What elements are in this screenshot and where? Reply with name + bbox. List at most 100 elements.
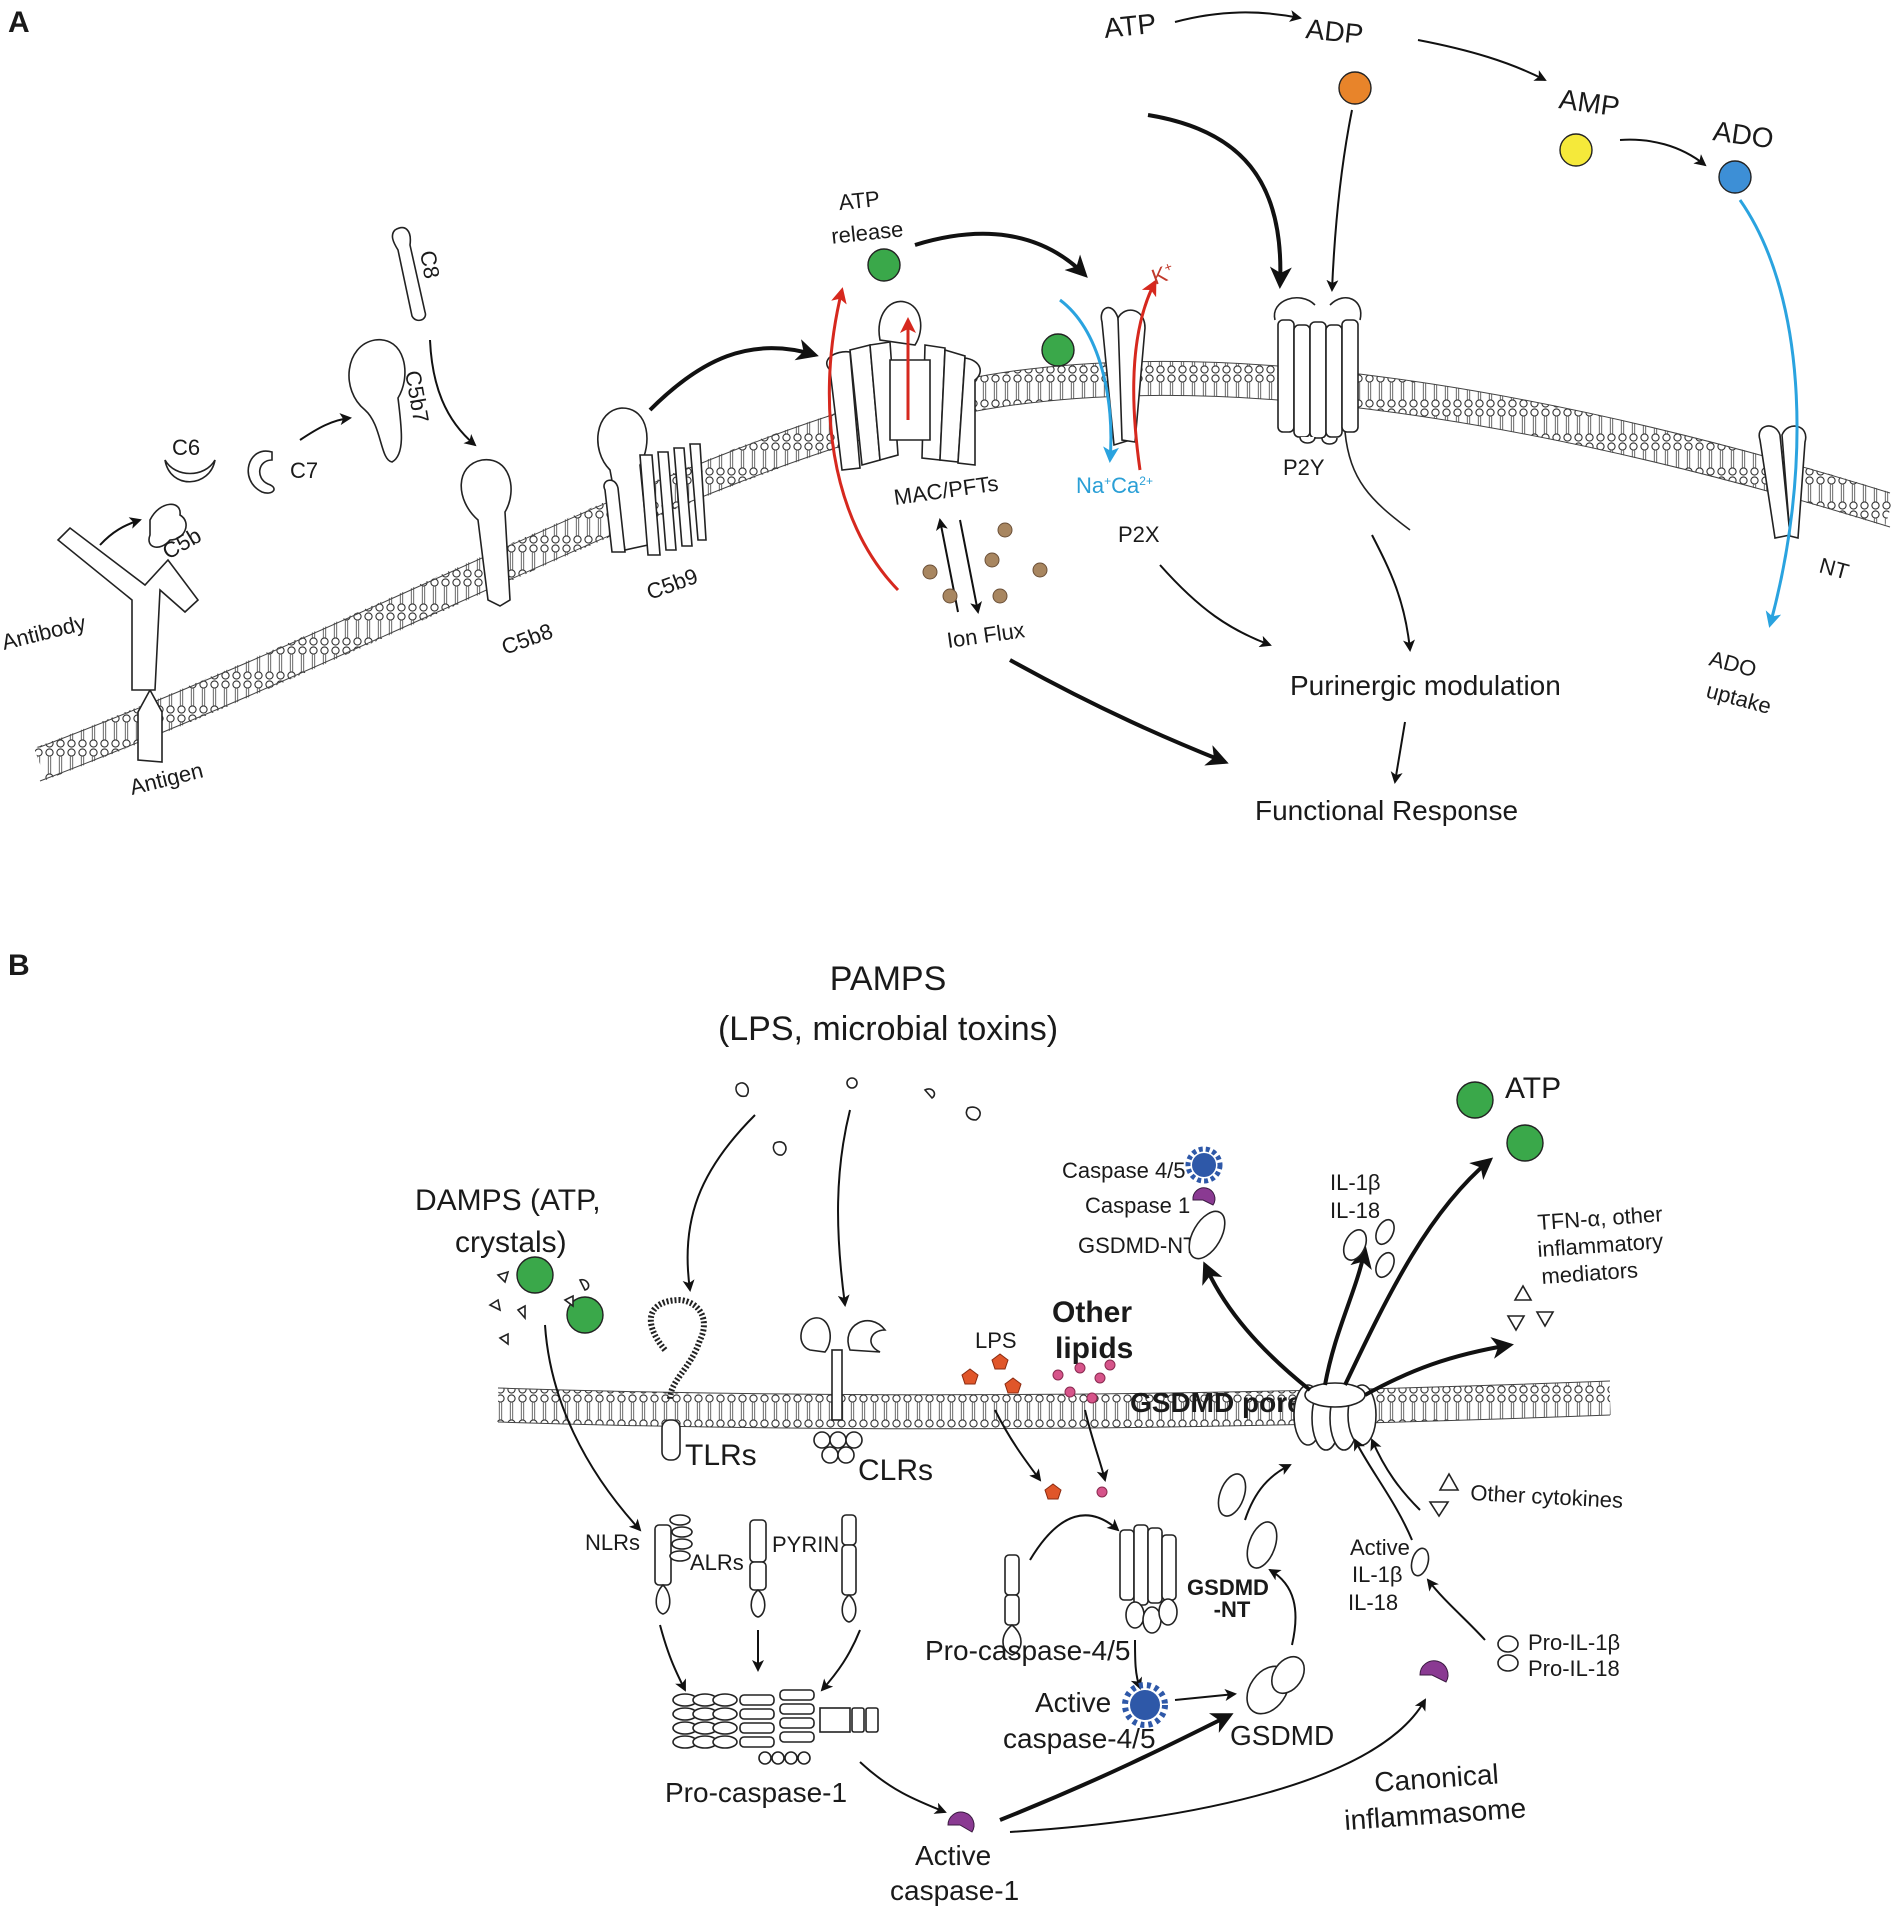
caspase45-to-active-arrow: [1130, 1639, 1143, 1690]
active-caspase1-label-line1: Active: [915, 1840, 991, 1871]
lipid-particles: [1052, 1359, 1116, 1498]
gsdmd-to-nt-arrow: [1268, 1568, 1297, 1646]
released-atp-molecule-2: [1506, 1124, 1544, 1162]
pamp-particles: [735, 1077, 981, 1156]
pro-caspase45-label: Pro-caspase-4/5: [925, 1635, 1130, 1666]
caspase45-complex: [1119, 1524, 1178, 1634]
c5b7-shape: [348, 339, 406, 463]
released-gsdmd-nt-shape: [1188, 1210, 1226, 1260]
amp-to-ado-arrow: [1619, 138, 1707, 167]
p2x-receptor: [1100, 306, 1146, 447]
atp-to-adp-arrow: [1174, 10, 1302, 23]
p2y-receptor: [1273, 296, 1411, 531]
pamps-to-clrs-arrow: [837, 1109, 851, 1307]
gsdmd-nt-mid-shape: [1246, 1521, 1278, 1569]
mediator-triangles: [1506, 1284, 1555, 1332]
released-caspase1-molecule: [1192, 1187, 1216, 1206]
c5b8-label: C5b8: [498, 618, 556, 659]
pyrin-sensor: [841, 1514, 857, 1623]
gsdmd-label: GSDMD: [1230, 1720, 1334, 1751]
pro-caspase1-label: Pro-caspase-1: [665, 1777, 847, 1808]
pamps-to-tlrs-arrow: [682, 1114, 756, 1292]
pamps-title: PAMPS: [830, 960, 947, 998]
nlrs-to-pro-caspase1-arrow: [659, 1624, 686, 1692]
gsdmd-pore: [1293, 1382, 1377, 1451]
ion-flux-to-functional-arrow: [1009, 658, 1229, 766]
p2x-to-purinergic-arrow: [1159, 564, 1272, 648]
clrs-label: CLRs: [858, 1454, 933, 1487]
c8-label: C8: [415, 249, 445, 281]
gsdmd-shape: [1246, 1655, 1306, 1715]
damps-atp-molecule-2: [566, 1296, 604, 1334]
active-il-label-line3: IL-18: [1348, 1590, 1398, 1615]
p2y-to-purinergic-arrow: [1371, 534, 1415, 652]
pamps-subtitle: (LPS, microbial toxins): [718, 1010, 1058, 1048]
canonical-caspase1-molecule: [1419, 1660, 1449, 1683]
gsdmd-nt-released-label: GSDMD-NT: [1078, 1233, 1197, 1258]
damps-atp-molecule-1: [516, 1256, 554, 1294]
caspase45-to-gsdmd-arrow: [1174, 1689, 1237, 1701]
tlrs-label: TLRs: [685, 1439, 757, 1472]
mac-pft-pore: [826, 300, 981, 471]
amp-molecule: [1559, 133, 1593, 167]
alrs-label: ALRs: [690, 1550, 744, 1575]
p2y-label: P2Y: [1283, 455, 1325, 480]
active-caspase1-label-line2: caspase-1: [890, 1875, 1019, 1906]
pro-il18-shape: [1497, 1654, 1519, 1672]
antigen-label: Antigen: [127, 758, 205, 800]
c5b9-to-mac-arrow: [648, 339, 819, 412]
na-ca-ion-label: Na+Ca2+: [1076, 473, 1153, 498]
active-il-to-pore-arrow: [1354, 1438, 1413, 1541]
adp-to-amp-arrow: [1417, 39, 1547, 81]
panel-letter-b: B: [8, 949, 30, 982]
c8-shape: [391, 226, 427, 322]
gsdmd-pore-label: GSDMD pore: [1130, 1387, 1303, 1418]
released-il-molecules: [1342, 1218, 1395, 1279]
gsdmd-nt-mid-label-line1: GSDMD: [1187, 1575, 1269, 1600]
atp-label-a: ATP: [1102, 8, 1157, 44]
active-il-shape: [1410, 1547, 1430, 1577]
adp-molecule: [1338, 71, 1372, 105]
ado-uptake-label-line1: ADO: [1707, 646, 1760, 682]
cell-membrane-b: [497, 1381, 1611, 1429]
other-lipids-label-line2: lipids: [1055, 1332, 1133, 1365]
damps-crystals: [488, 1270, 590, 1346]
released-atp-molecule-1: [1456, 1081, 1494, 1119]
pore-to-mediators-arrow: [1364, 1337, 1514, 1397]
c6-shape: [164, 459, 216, 483]
panel-letter-a: A: [8, 6, 30, 39]
ado-uptake-blue-arrow: [1738, 199, 1799, 628]
c5b8-shape: [460, 459, 512, 607]
panel-a: A Antibody Antigen C5b C6 C7 C5b7 C8 C5b…: [0, 6, 1896, 826]
ado-uptake-label-line2: uptake: [1704, 678, 1774, 719]
ado-label: ADO: [1711, 115, 1775, 154]
pro-caspase45-assembly-arrow: [1029, 1514, 1120, 1561]
tfn-mediators-label-line3: mediators: [1541, 1257, 1639, 1289]
antibody-label: Antibody: [0, 610, 88, 655]
amp-label: AMP: [1557, 83, 1621, 122]
pro-il1b-shape: [1497, 1635, 1519, 1653]
pyrin-to-pro-caspase1-arrow: [820, 1629, 861, 1692]
pro-caspase1-to-active-arrow: [859, 1761, 947, 1814]
gsdmd-nt-upper-shape: [1217, 1473, 1247, 1517]
antibody-shape: [56, 526, 200, 691]
lps-particles: [961, 1353, 1062, 1500]
caspase45-released-label: Caspase 4/5: [1062, 1158, 1186, 1183]
pro-il1b-label: Pro-IL-1β: [1528, 1630, 1620, 1655]
pro-il-to-active-arrow: [1426, 1578, 1486, 1641]
lps-label: LPS: [975, 1328, 1017, 1353]
ion-flux-label: Ion Flux: [945, 617, 1026, 653]
released-caspase45-molecule: [1185, 1146, 1223, 1184]
active-caspase45-molecule: [1122, 1682, 1168, 1728]
adp-to-p2y-arrow: [1326, 109, 1353, 292]
p2x-label: P2X: [1118, 522, 1160, 547]
ado-molecule: [1718, 160, 1752, 194]
caspase1-released-label: Caspase 1: [1085, 1193, 1190, 1218]
nt-transporter: [1758, 425, 1807, 540]
pro-il18-label: Pro-IL-18: [1528, 1656, 1620, 1681]
p2x-na-ca-blue-arrow: [1059, 298, 1120, 463]
atp-release-label-line2: release: [830, 216, 904, 248]
nlr-sensor: [654, 1514, 693, 1615]
other-cytokines-label: Other cytokines: [1470, 1480, 1624, 1513]
